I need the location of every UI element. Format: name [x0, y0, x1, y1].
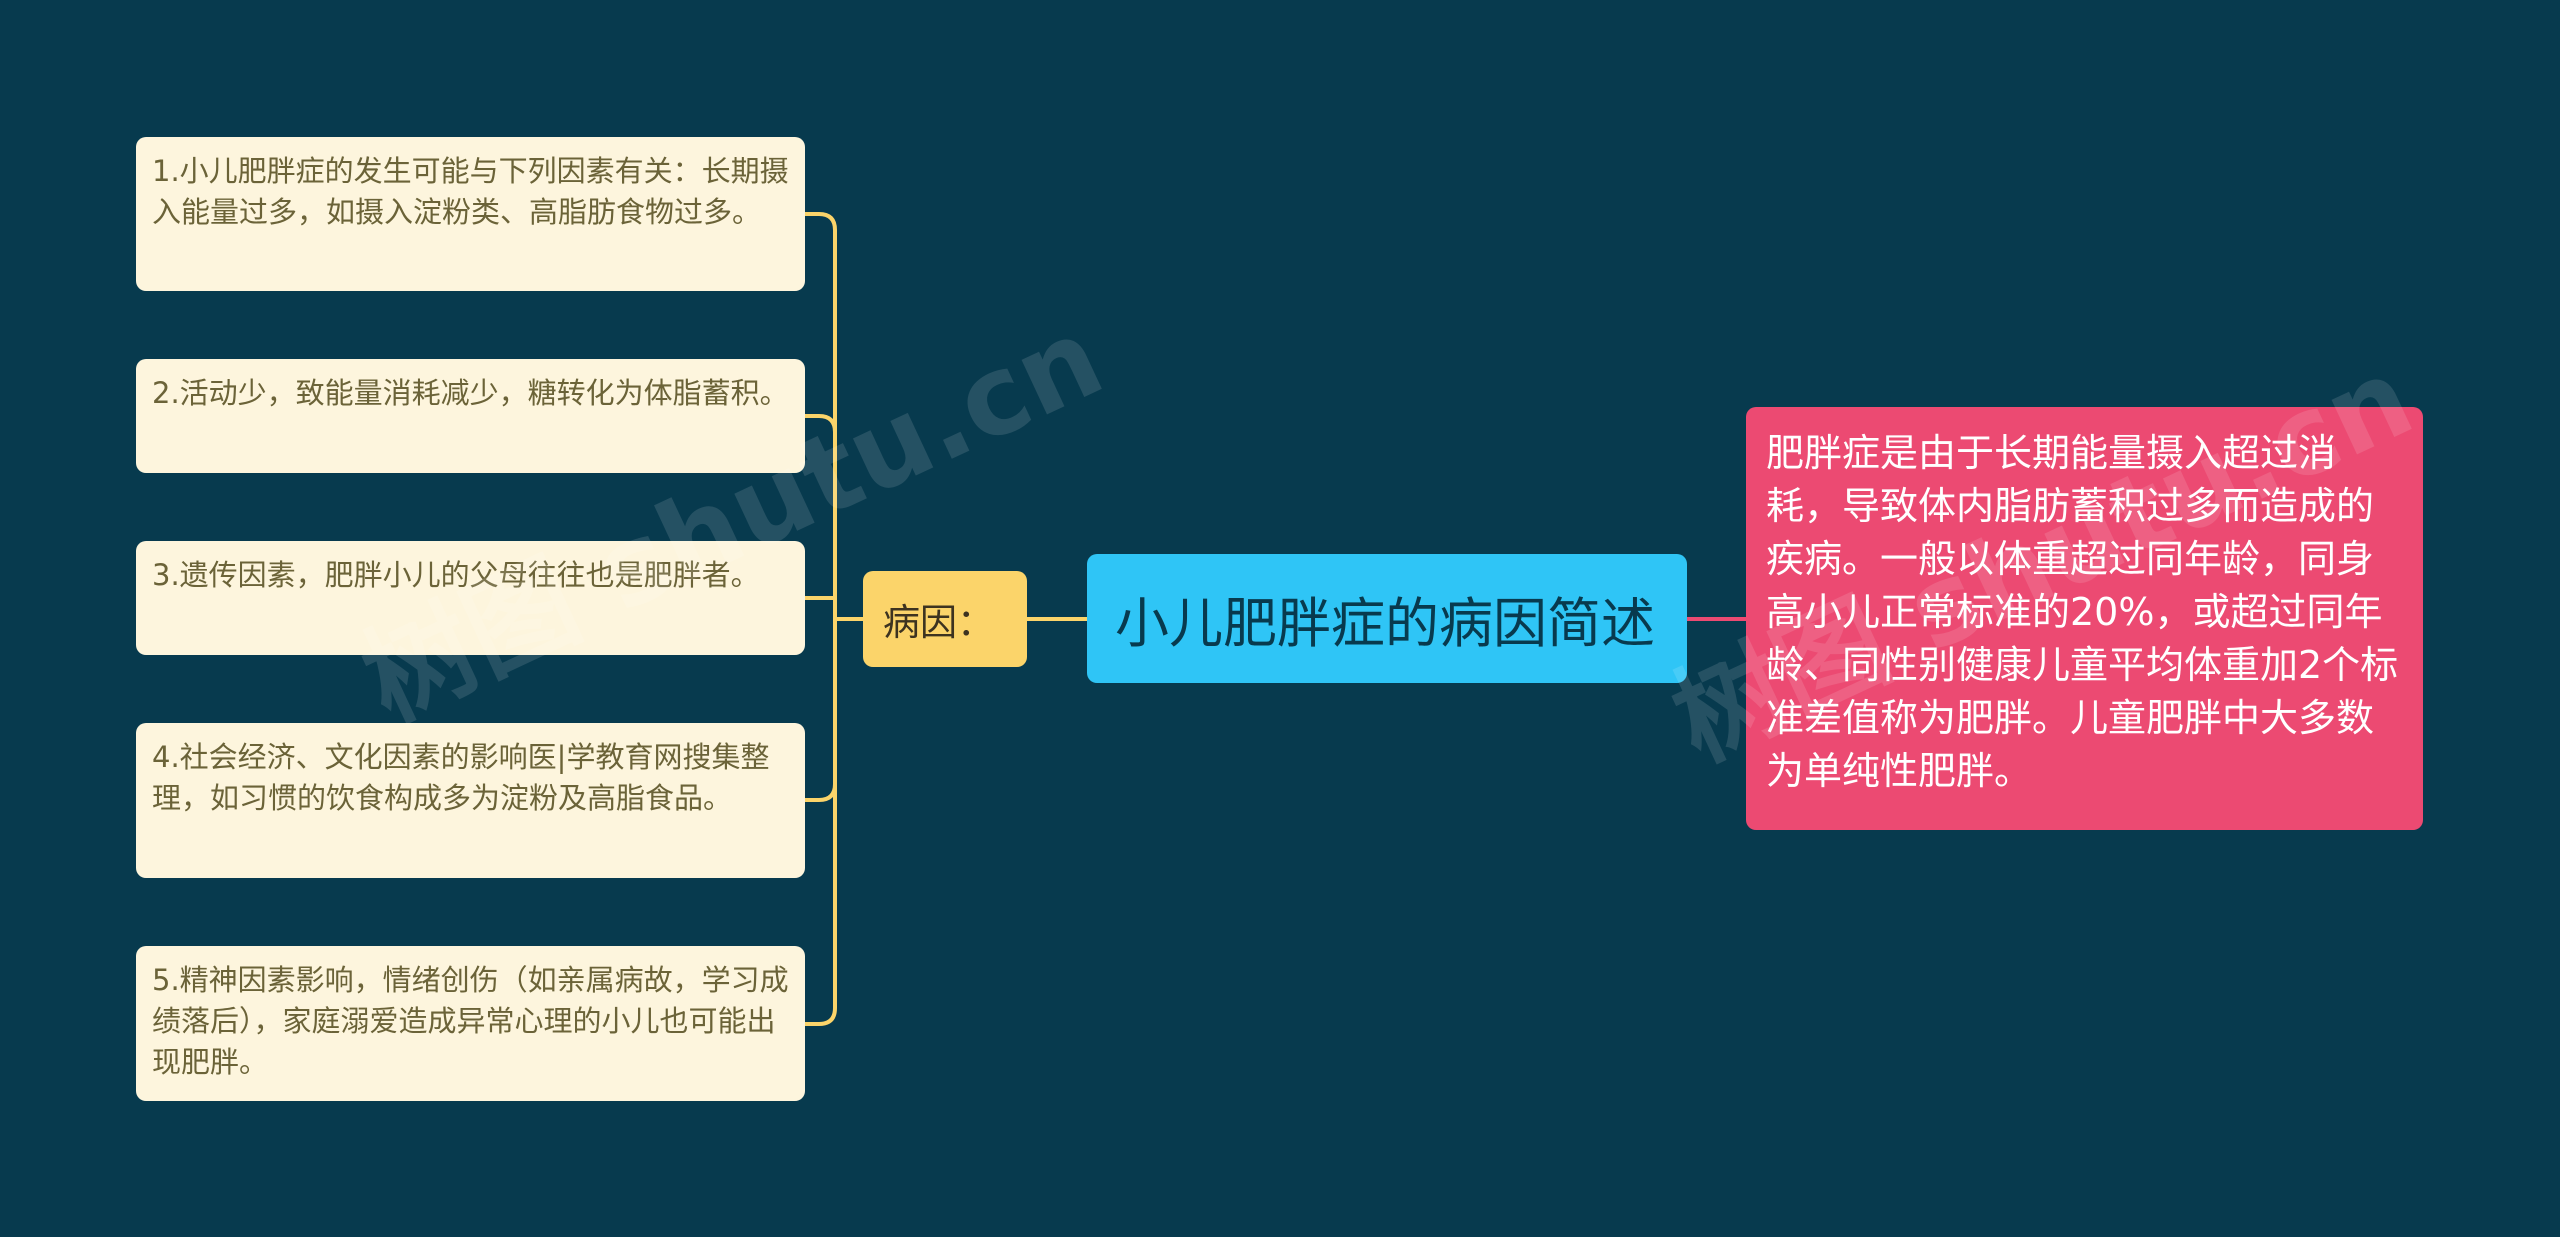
cause-node-2[interactable]: 2.活动少，致能量消耗减少，糖转化为体脂蓄积。: [136, 359, 805, 473]
connector-leaf-1: [805, 212, 837, 231]
cause-text-2: 2.活动少，致能量消耗减少，糖转化为体脂蓄积。: [152, 376, 789, 410]
branch-label: 病因：: [883, 601, 994, 644]
cause-text-5: 5.精神因素影响，情绪创伤（如亲属病故，学习成绩落后），家庭溺爱造成异常心理的小…: [152, 963, 789, 1079]
cause-node-3[interactable]: 3.遗传因素，肥胖小儿的父母往往也是肥胖者。: [136, 541, 805, 655]
cause-text-4: 4.社会经济、文化因素的影响医|学教育网搜集整理，如习惯的饮食构成多为淀粉及高脂…: [152, 740, 770, 815]
cause-text-3: 3.遗传因素，肥胖小儿的父母往往也是肥胖者。: [152, 558, 760, 592]
connector-leaf-5: [805, 1007, 837, 1026]
connector-leaf-2: [805, 414, 837, 433]
branch-node-causes[interactable]: 病因：: [863, 571, 1027, 667]
cause-node-1[interactable]: 1.小儿肥胖症的发生可能与下列因素有关：长期摄入能量过多，如摄入淀粉类、高脂肪食…: [136, 137, 805, 291]
cause-node-4[interactable]: 4.社会经济、文化因素的影响医|学教育网搜集整理，如习惯的饮食构成多为淀粉及高脂…: [136, 723, 805, 878]
cause-node-5[interactable]: 5.精神因素影响，情绪创伤（如亲属病故，学习成绩落后），家庭溺爱造成异常心理的小…: [136, 946, 805, 1101]
root-topic-node[interactable]: 小儿肥胖症的病因简述: [1087, 554, 1687, 683]
summary-text: 肥胖症是由于长期能量摄入超过消耗，导致体内脂肪蓄积过多而造成的疾病。一般以体重超…: [1766, 431, 2399, 793]
summary-node[interactable]: 肥胖症是由于长期能量摄入超过消耗，导致体内脂肪蓄积过多而造成的疾病。一般以体重超…: [1746, 407, 2423, 830]
cause-text-1: 1.小儿肥胖症的发生可能与下列因素有关：长期摄入能量过多，如摄入淀粉类、高脂肪食…: [152, 154, 789, 229]
connector-leaf-4: [805, 783, 837, 802]
root-title: 小儿肥胖症的病因简述: [1115, 592, 1655, 655]
